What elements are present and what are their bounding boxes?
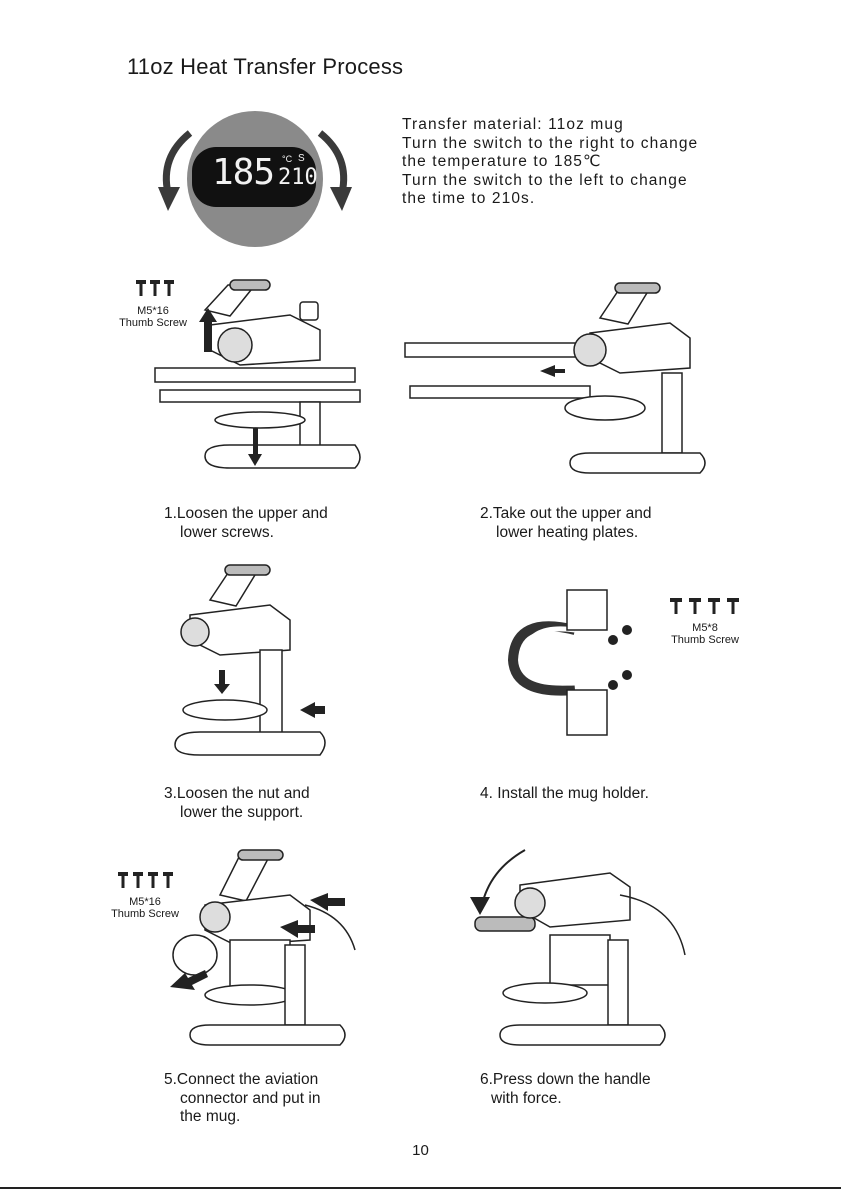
step1-illustration bbox=[150, 270, 380, 480]
rotate-right-arrow-icon bbox=[320, 133, 344, 193]
screw-name: Thumb Screw bbox=[660, 634, 750, 646]
screw-label-mid: M5*8 Thumb Screw bbox=[660, 622, 750, 646]
step-caption-line: lower the support. bbox=[164, 804, 310, 823]
step-caption-line: lower screws. bbox=[164, 524, 328, 543]
step2-illustration bbox=[400, 278, 700, 478]
step-caption-2: 2.Take out the upper and lower heating p… bbox=[480, 505, 652, 542]
step-caption-line: 4. Install the mug holder. bbox=[480, 785, 649, 804]
step-caption-line: 6.Press down the handle bbox=[480, 1071, 651, 1090]
intro-line: Turn the switch to the right to change bbox=[402, 135, 698, 154]
page-title: 11oz Heat Transfer Process bbox=[127, 54, 403, 80]
display-unit-seconds: S bbox=[298, 153, 305, 164]
display-unit-celsius: °C bbox=[282, 154, 292, 164]
intro-line: the time to 210s. bbox=[402, 190, 698, 209]
step-caption-line: with force. bbox=[480, 1090, 651, 1109]
step4-illustration bbox=[505, 585, 645, 750]
intro-line: the temperature to 185℃ bbox=[402, 153, 698, 172]
step-caption-line: 2.Take out the upper and bbox=[480, 505, 652, 524]
display-temperature: 185 bbox=[212, 152, 274, 193]
press-down-arrow-icon bbox=[470, 897, 490, 915]
step-caption-1: 1.Loosen the upper and lower screws. bbox=[164, 505, 328, 542]
step-caption-line: lower heating plates. bbox=[480, 524, 652, 543]
step-caption-line: 3.Loosen the nut and bbox=[164, 785, 310, 804]
step-caption-3: 3.Loosen the nut and lower the support. bbox=[164, 785, 310, 822]
step6-illustration bbox=[470, 845, 690, 1055]
page-bottom-rule bbox=[0, 1187, 841, 1189]
thumb-screw-icon-group bbox=[670, 598, 742, 618]
step-caption-line: the mug. bbox=[164, 1108, 320, 1127]
step-caption-4: 4. Install the mug holder. bbox=[480, 785, 649, 804]
step-caption-line: connector and put in bbox=[164, 1090, 320, 1109]
step5-illustration bbox=[160, 845, 360, 1055]
step-caption-line: 1.Loosen the upper and bbox=[164, 505, 328, 524]
step-caption-line: 5.Connect the aviation bbox=[164, 1071, 320, 1090]
rotate-left-arrow-icon bbox=[166, 133, 190, 193]
step-caption-6: 6.Press down the handle with force. bbox=[480, 1071, 651, 1108]
step3-illustration bbox=[170, 560, 340, 770]
intro-line: Turn the switch to the left to change bbox=[402, 172, 698, 191]
intro-line: Transfer material: 11oz mug bbox=[402, 116, 698, 135]
intro-text: Transfer material: 11oz mug Turn the swi… bbox=[402, 116, 698, 209]
step-caption-5: 5.Connect the aviation connector and put… bbox=[164, 1071, 320, 1127]
screw-spec: M5*8 bbox=[660, 622, 750, 634]
display-time: 210 bbox=[278, 165, 318, 190]
page-number: 10 bbox=[0, 1142, 841, 1159]
arrow-left-icon bbox=[540, 365, 565, 377]
